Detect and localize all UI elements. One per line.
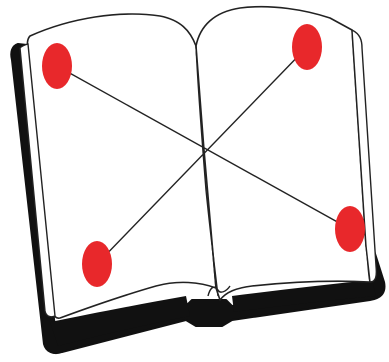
corner-marker-top-left (42, 43, 72, 89)
right-page (196, 7, 370, 300)
corner-marker-bottom-left (82, 241, 112, 287)
corner-marker-bottom-right (335, 206, 365, 252)
corner-marker-top-right (292, 24, 322, 70)
